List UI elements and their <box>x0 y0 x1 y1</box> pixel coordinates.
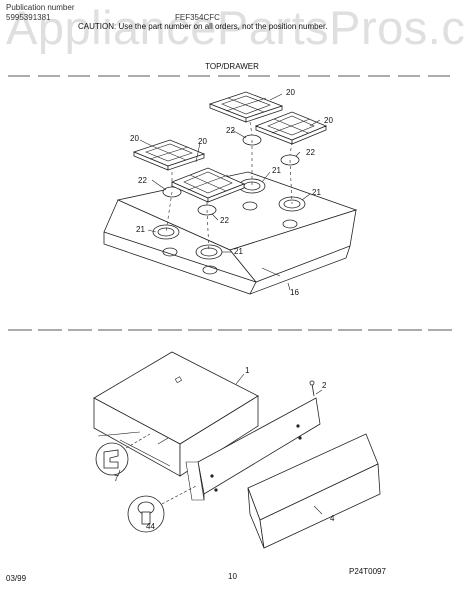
publication-date: 03/99 <box>6 574 27 583</box>
grate-left-front <box>170 167 246 203</box>
grate-right-rear <box>208 91 284 123</box>
callout-drawer-screw: 2 <box>322 381 327 390</box>
ignitor-port <box>242 201 258 211</box>
leader-lines-bottom <box>117 373 323 515</box>
ignitor-port <box>162 247 178 257</box>
callout-burner-cap: 22 <box>138 176 147 185</box>
callout-burner-cap: 22 <box>306 148 315 157</box>
drawer-screw <box>309 380 315 397</box>
drawer-outer-panel <box>247 433 381 549</box>
callout-drawer-panel: 4 <box>330 514 335 523</box>
drawer-front-panel <box>185 397 321 501</box>
watermark-text: AppliancePartsPros.com <box>6 1 464 54</box>
page-number: 10 <box>228 572 237 581</box>
knob-detail-circle <box>127 485 197 533</box>
callout-burner-cap: 22 <box>226 126 235 135</box>
callout-knob-detail: 44 <box>146 522 155 531</box>
publication-number: 5995391381 <box>6 13 51 22</box>
callout-burner-cap: 22 <box>220 216 229 225</box>
burner-bowl-left-rear <box>152 224 180 240</box>
callout-burner-bowl: 21 <box>312 188 321 197</box>
callout-clip: 7 <box>114 474 119 483</box>
callout-grate: 20 <box>324 116 333 125</box>
callout-grate: 20 <box>198 137 207 146</box>
leader-lines-top <box>139 93 321 291</box>
grate-left-rear <box>132 139 206 171</box>
section-title: TOP/DRAWER <box>205 62 259 71</box>
grate-right-front <box>254 111 328 145</box>
diagram-number: P24T0097 <box>349 567 386 576</box>
model-number: FEF354CFC <box>175 13 220 22</box>
callout-grate: 20 <box>286 88 295 97</box>
callout-burner-bowl: 21 <box>272 166 281 175</box>
ignitor-port <box>282 219 298 229</box>
callout-burner-bowl: 21 <box>234 247 243 256</box>
callout-cooktop: 16 <box>290 288 299 297</box>
callout-burner-bowl: 21 <box>136 225 145 234</box>
cooktop-lip <box>103 232 257 295</box>
cooktop-lip-side <box>249 245 351 295</box>
burner-bowl-right-front <box>278 196 306 212</box>
callout-drawer-body: 1 <box>245 366 250 375</box>
ignitor-port <box>202 265 218 275</box>
caution-text: CAUTION: Use the part number on all orde… <box>78 22 328 31</box>
publication-label: Publication number <box>6 3 75 12</box>
callout-grate: 20 <box>130 134 139 143</box>
cooktop-assembly <box>103 171 358 295</box>
drawer-body <box>93 351 259 477</box>
clip-detail-circle <box>95 431 151 476</box>
